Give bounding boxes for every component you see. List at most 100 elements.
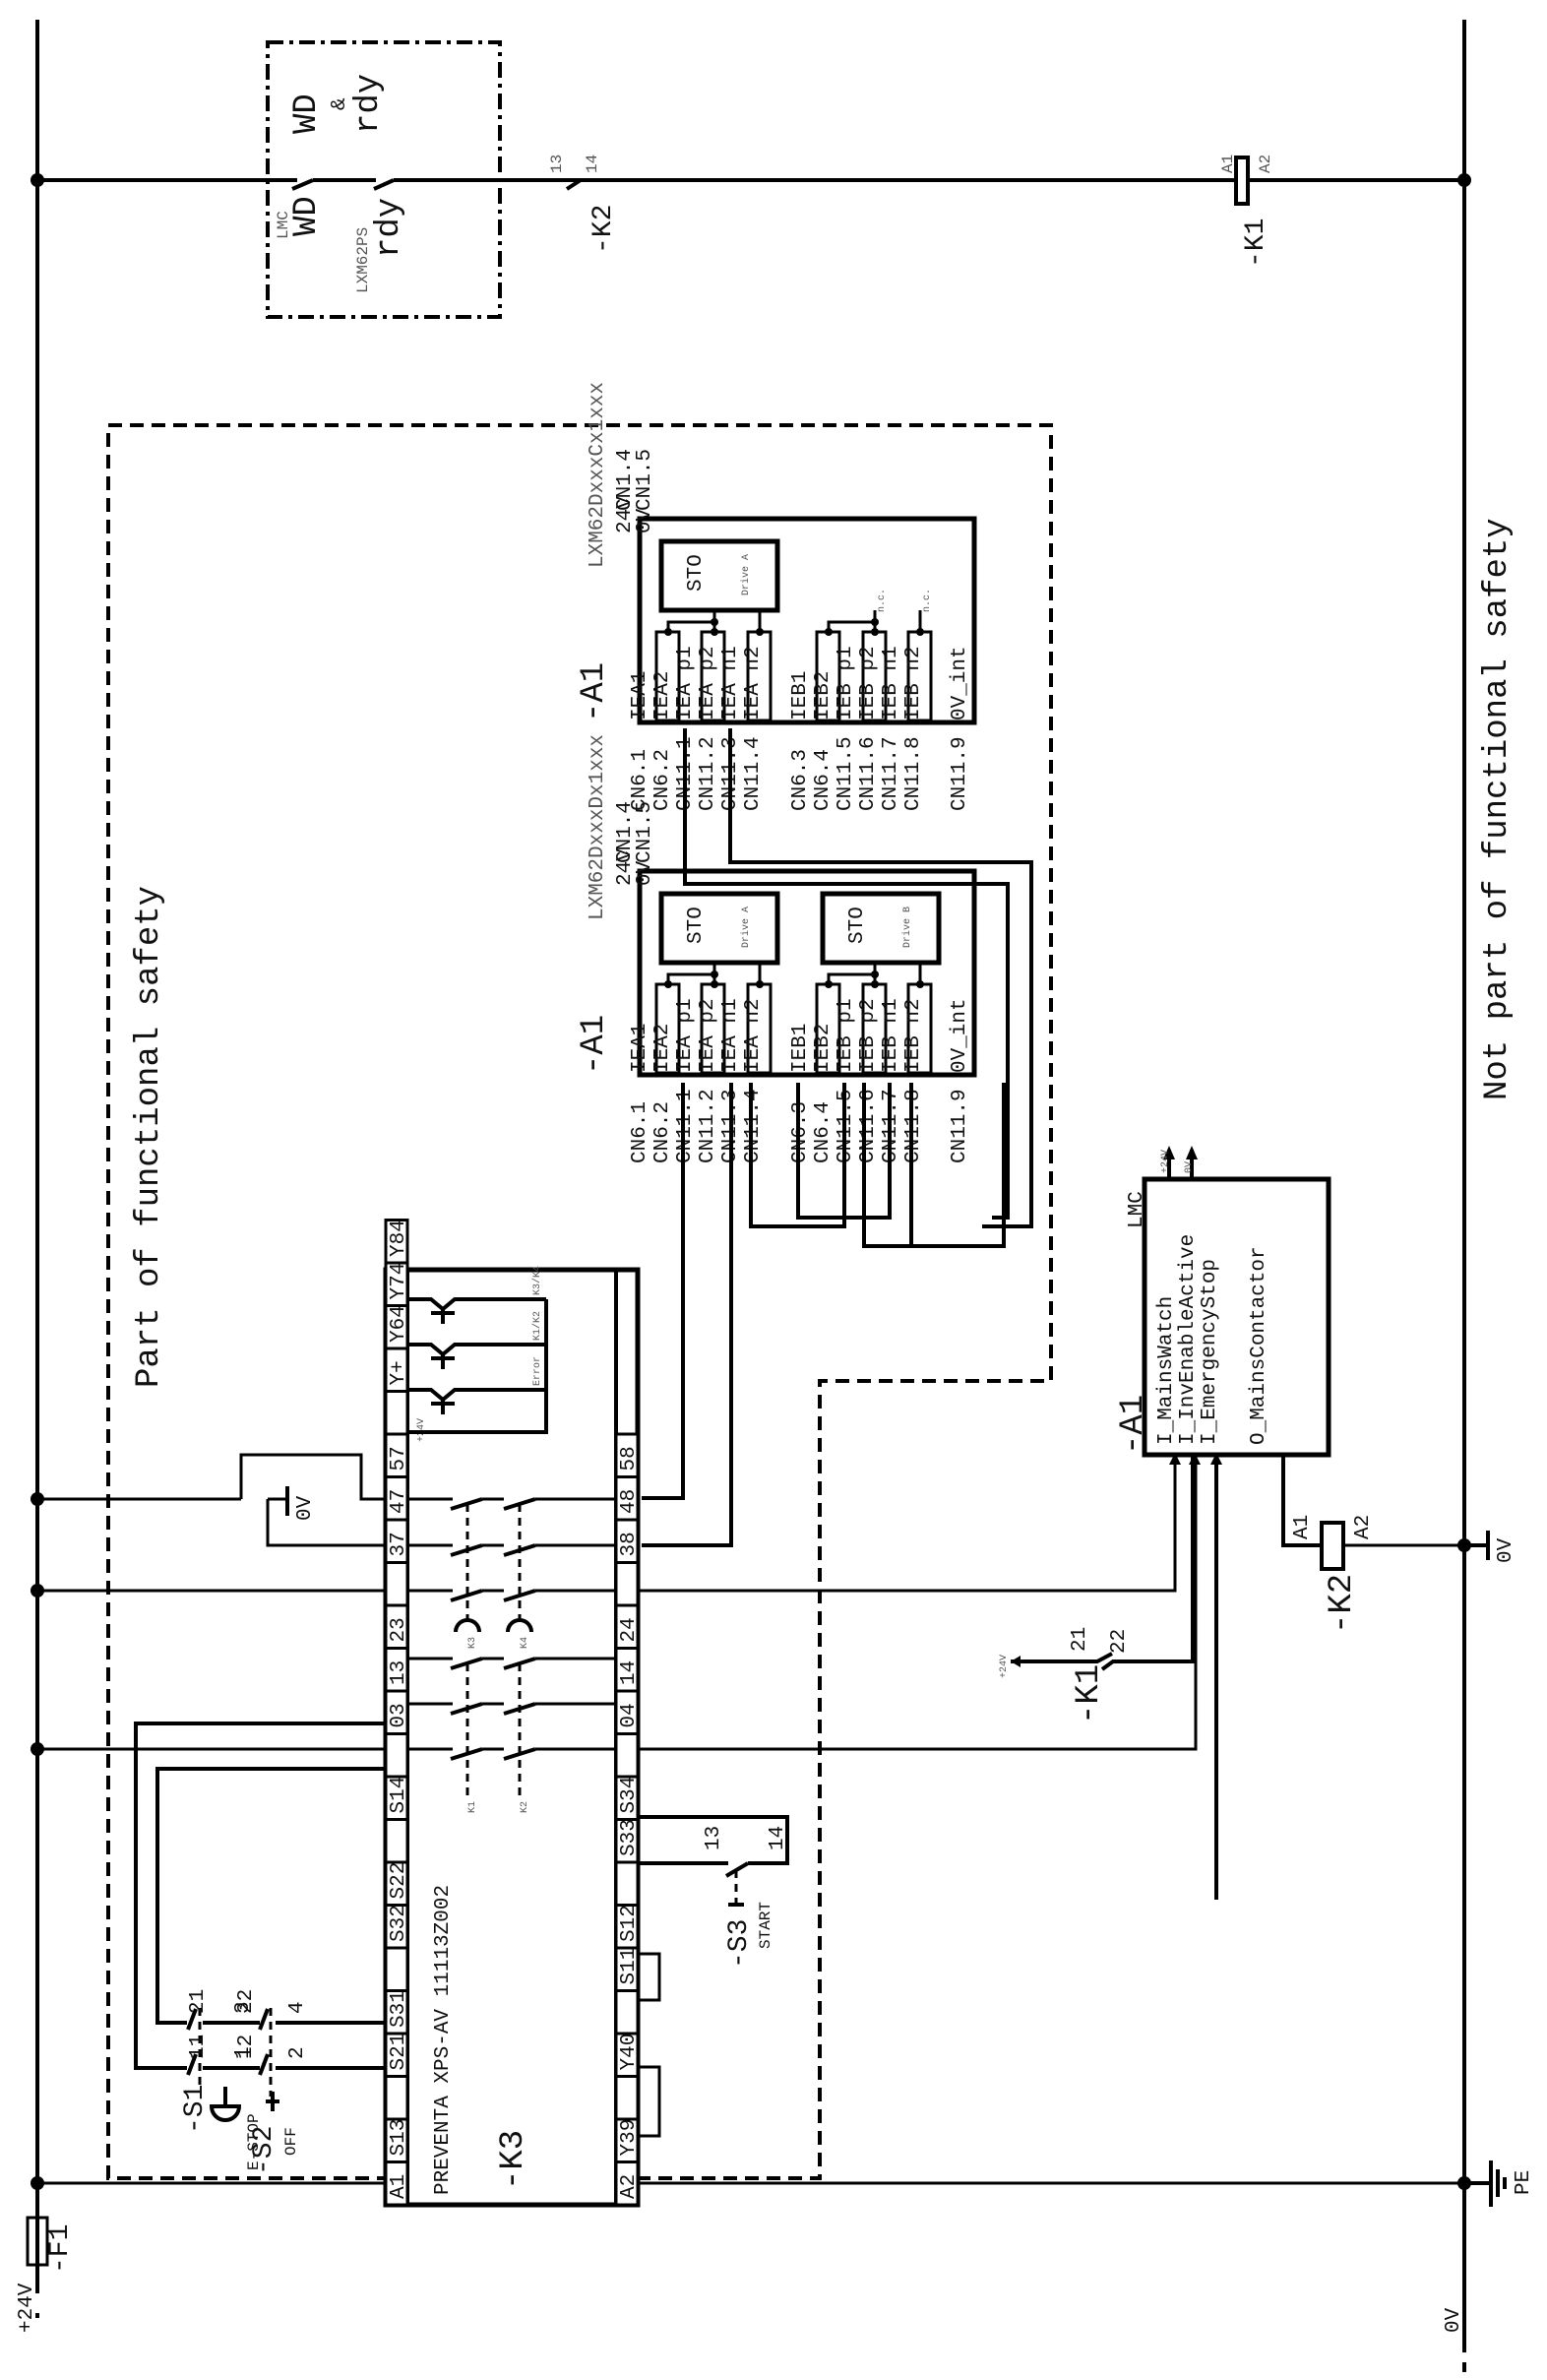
k2-top-pin-14: 14 [584,155,601,173]
k3-terminal-left: Y64 [388,1305,410,1343]
lmc-io-label: O_MainsContactor [1248,1246,1270,1445]
drive-signal: IEB p1 [835,998,857,1073]
k3-terminal-left: 03 [388,1703,410,1727]
sto-label: STO [685,554,708,592]
k2-coil-pin-a2: A2 [1352,1515,1375,1539]
drive-pin: CN6.2 [651,749,674,811]
s2-pin-2: 2 [286,2046,309,2059]
s1-name: E-STOP [245,2113,263,2170]
rdy-contact-label: rdy [371,198,408,258]
s3-pin-13: 13 [703,1826,725,1850]
k3-terminal-left: S22 [388,1862,410,1900]
wd-device-label: LMC [275,211,292,239]
s1-pin-12: 12 [235,2035,258,2059]
k3-output-label: Error [532,1356,543,1386]
lmc-io-label: I_EmergencyStop [1199,1259,1221,1445]
k3-terminal-right: 48 [618,1489,641,1514]
drive-pin: CN6.4 [812,749,835,811]
k2-coil-ref: -K2 [1324,1574,1361,1634]
drive-pin: CN11.2 [697,1089,719,1163]
s2-pin-3: 3 [232,2001,255,2014]
rdy-device-label: LXM62PS [354,227,372,293]
k3-terminal-right: 24 [618,1617,641,1642]
lmc-device-label: LMC [1126,1191,1148,1228]
k1-contact-ref: -K1 [1071,1664,1108,1724]
drive-model: LXM62DxxxDx1xxx [587,734,609,920]
drive-pin: CN6.3 [789,1101,812,1163]
drive-24v-pin: CN1.4 [614,449,637,511]
drive-pin: CN11.4 [742,736,765,811]
drive-signal: IEA n1 [719,998,742,1073]
k3-supply-wiring [31,1453,1471,2190]
lmc-24v-label: +24V [1160,1150,1171,1173]
s2-pin-4: 4 [286,2001,309,2014]
k3-relay-label: K4 [520,1637,530,1649]
s2-name: OFF [282,2127,300,2156]
drive-pin: CN6.3 [789,749,812,811]
drive-pin: CN11.8 [902,736,925,811]
k3-terminal-right: S34 [618,1777,641,1814]
lmc-controller [1142,1146,1331,1900]
drive-signal: IEB n1 [880,646,902,720]
k3-relay-label: K1 [467,1801,478,1813]
s1-pin-22: 22 [235,1989,258,2014]
drive-pin: CN11.2 [697,736,719,811]
k3-terminal-right: 04 [618,1703,641,1727]
k1-coil-ref: -K1 [1241,219,1271,268]
non-functional-safety-label: Not part of functional safety [1479,518,1516,1100]
drive-model: LXM62DxxxCx1xxx [587,382,609,568]
drive-24v: 24V [614,848,637,886]
fuse-f1-label: -F1 [45,2224,76,2274]
s1-pin-11: 11 [187,2035,210,2059]
sto-sub: Drive B [901,907,913,948]
wd-contact-label: WD [288,196,326,236]
drive-pin: CN11.9 [949,736,971,811]
fuse-f1: -F1 [26,2216,76,2274]
drive-signal: IEA n2 [742,646,765,720]
drive-pin: CN6.1 [629,749,651,811]
drive-signal: IEB p2 [857,998,880,1073]
s3-name: START [757,1902,774,1949]
k3-terminal-left: Y+ [388,1360,410,1385]
rdy-contact [373,178,395,191]
drive-pin: CN11.1 [674,1089,697,1163]
k1-coil-pin-a1: A1 [1219,155,1237,173]
drive-pin: CN11.8 [902,1089,925,1163]
s1-pin-21: 21 [187,1989,210,2014]
k3-terminal-left: 37 [388,1532,410,1556]
functional-safety-region [106,423,1053,2180]
k3-terminal-right: 58 [618,1446,641,1471]
k3-relay-label: K3 [467,1637,478,1649]
k2-top-ref: -K2 [588,205,619,254]
k3-terminal-left: S32 [388,1905,410,1942]
s2-ref: -S2 [249,2126,279,2175]
k2-coil [1281,1521,1490,1571]
drive-ref: -A1 [576,1015,613,1075]
drive-signal: IEB1 [789,1024,812,1073]
drive-pin: CN11.9 [949,1089,971,1163]
drive-0v: 0V [634,860,656,886]
pe-label: PE [1513,2170,1535,2195]
drive-signal: IEA p2 [697,998,719,1073]
drive-signal: IEA2 [651,1024,674,1073]
drive-pin: CN11.7 [880,736,902,811]
drive-signal: IEB2 [812,671,835,720]
drive-signal: IEB p2 [857,646,880,720]
k3-terminal-right: S11 [618,1948,641,1985]
drive-signal: IEB p1 [835,646,857,720]
wd-contact [291,178,314,191]
drive-signal: IEB2 [812,1024,835,1073]
sto-wiring [642,728,1033,1547]
k3-ref: -K3 [495,2130,532,2190]
k3-terminal-right: Y40 [618,2034,641,2071]
drive-signal: IEB n1 [880,998,902,1073]
k1-coil-pin-a2: A2 [1257,155,1274,173]
sto-sub: Drive A [740,907,752,948]
k3-terminal-left: 13 [388,1660,410,1685]
watchdog-title-wd: WD [288,94,326,134]
drive-pin: CN6.2 [651,1101,674,1163]
drive-pin: CN11.6 [857,736,880,811]
